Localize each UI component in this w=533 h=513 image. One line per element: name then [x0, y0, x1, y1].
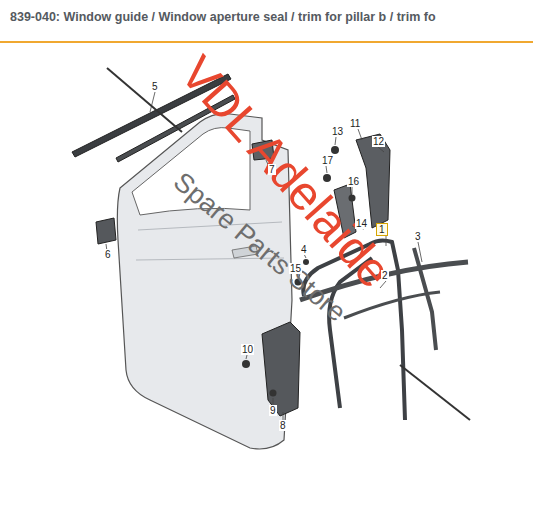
callout-number: 1: [376, 223, 388, 236]
callout-number: 16: [347, 176, 360, 187]
callout-number: 8: [279, 420, 287, 431]
page-title: 839-040: Window guide / Window aperture …: [10, 10, 436, 24]
trim-clip: [96, 218, 116, 244]
callout-number: 2: [381, 270, 389, 281]
callout-number: 17: [321, 155, 334, 166]
pillar-trim: [356, 134, 390, 228]
title-rule: [0, 41, 533, 43]
callout-number: 15: [289, 263, 302, 274]
callout-number: 9: [269, 405, 277, 416]
callout-number: 7: [268, 164, 276, 175]
callout-number: 4: [300, 244, 308, 255]
callout-number: 14: [355, 218, 368, 229]
callout-number: 13: [331, 126, 344, 137]
callout-number: 5: [151, 81, 159, 92]
pillar-trim: [262, 322, 300, 416]
callout-number: 10: [241, 344, 254, 355]
callout-number: 11: [349, 118, 361, 129]
window-channel: [414, 248, 436, 350]
callout-number: 12: [372, 136, 385, 147]
callout-number: 6: [104, 249, 112, 260]
callout-number: 3: [414, 231, 422, 242]
